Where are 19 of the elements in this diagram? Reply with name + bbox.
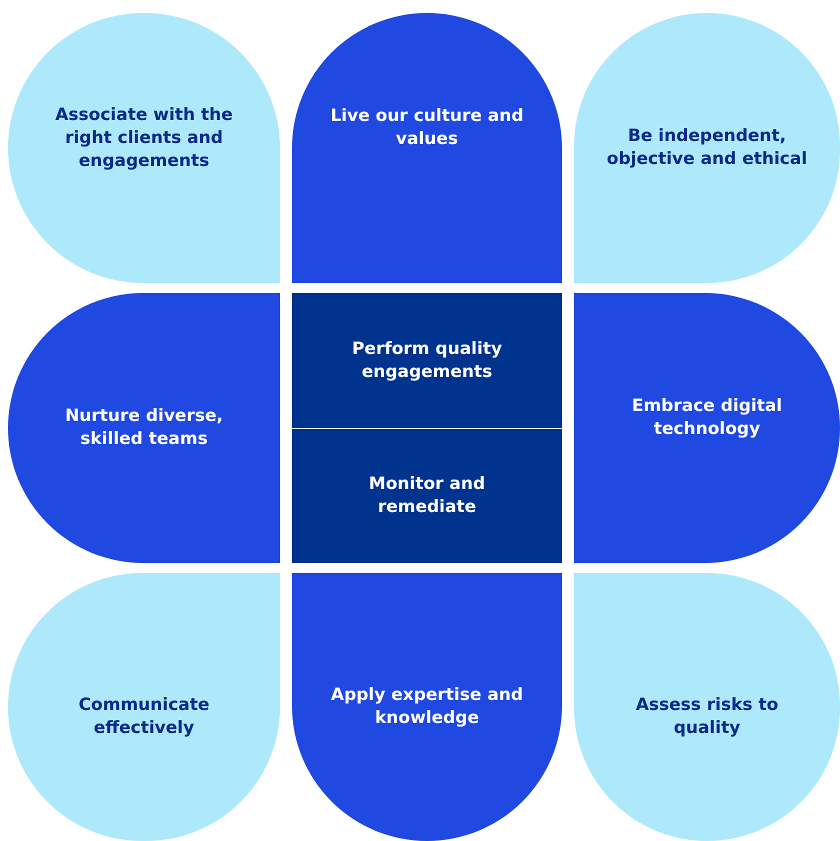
node-label: Communicate effectively — [78, 694, 210, 740]
petal-shape — [574, 13, 840, 283]
node-label: Monitor and remediate — [368, 473, 486, 519]
arch-shape — [292, 573, 562, 841]
arch-shape — [574, 293, 840, 563]
arch-shape — [8, 293, 280, 563]
node-label: Associate with the right clients and engagements — [54, 104, 234, 172]
node-label: Apply expertise and knowledge — [330, 684, 524, 730]
center-panel — [292, 293, 562, 428]
arch-shape — [292, 13, 562, 283]
node-label: Embrace digital technology — [630, 395, 784, 441]
node-label: Be independent, objective and ethical — [606, 125, 808, 171]
node-label: Nurture diverse, skilled teams — [64, 405, 224, 451]
node-label: Perform quality engagements — [350, 338, 504, 384]
node-label: Assess risks to quality — [634, 694, 780, 740]
petal-shape — [574, 573, 840, 841]
center-panel — [292, 429, 562, 563]
node-label: Live our culture and values — [329, 105, 525, 151]
petal-shape — [8, 573, 280, 841]
